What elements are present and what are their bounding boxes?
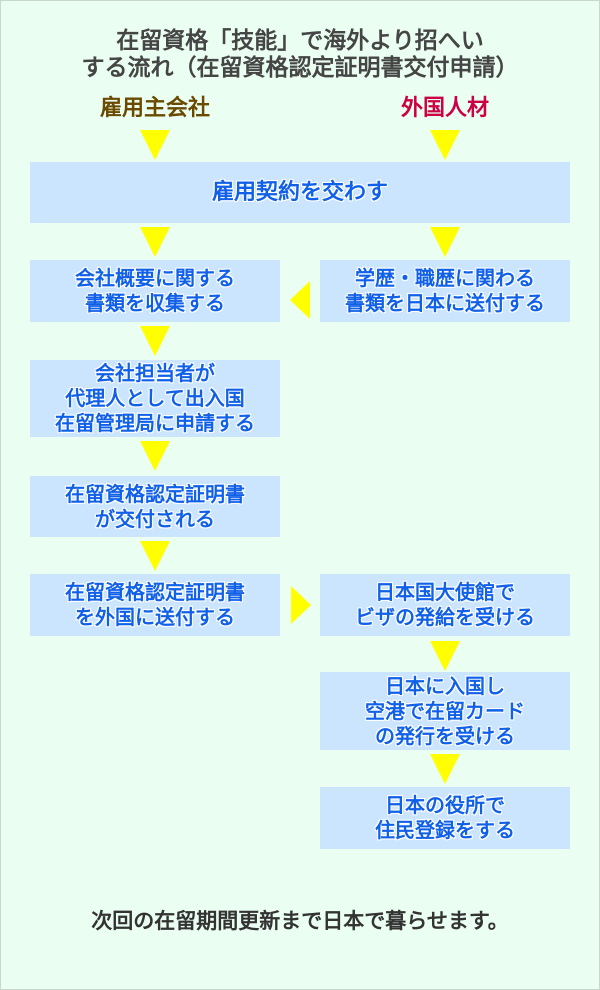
step-text: 日本の役所で 住民登録をする [375,793,515,842]
arrow-down-icon [430,641,460,671]
step-send-certificate: 在留資格認定証明書 を外国に送付する [30,574,280,636]
step-visa: 日本国大使館で ビザの発給を受ける [320,574,570,636]
title-line-1: 在留資格「技能」で海外より招へい [116,28,484,54]
step-entry: 日本に入国し 空港で在留カード の発行を受ける [320,672,570,750]
footer-note: 次回の在留期間更新まで日本で暮らせます。 [91,909,509,933]
step-registration: 日本の役所で 住民登録をする [320,787,570,849]
arrow-left-icon [290,281,310,319]
step-text: 学歴・職歴に関わる 書類を日本に送付する [345,266,545,315]
arrow-right-icon [291,586,311,624]
arrow-down-icon [430,130,460,160]
employer-label: 雇用主会社 [99,96,210,121]
arrow-down-icon [430,754,460,784]
step-text: 日本国大使館で ビザの発給を受ける [355,580,535,629]
step-text: 雇用契約を交わす [211,180,388,205]
step-issued: 在留資格認定証明書 が交付される [30,476,280,537]
step-text: 会社担当者が 代理人として出入国 在留管理局に申請する [55,361,255,435]
arrow-down-icon [140,130,170,160]
step-text: 在留資格認定証明書 を外国に送付する [65,580,245,629]
step-send-docs: 学歴・職歴に関わる 書類を日本に送付する [320,260,570,322]
arrow-down-icon [140,541,170,571]
step-text: 会社概要に関する 書類を収集する [75,266,235,315]
foreign-worker-label: 外国人材 [400,96,489,121]
arrow-down-icon [140,227,170,257]
step-text: 日本に入国し 空港で在留カード の発行を受ける [365,673,525,748]
step-text: 在留資格認定証明書 が交付される [65,481,245,531]
step-apply: 会社担当者が 代理人として出入国 在留管理局に申請する [30,360,280,437]
arrow-down-icon [140,441,170,471]
arrow-down-icon [140,326,170,356]
step-contract: 雇用契約を交わす [30,162,570,223]
step-collect-company-docs: 会社概要に関する 書類を収集する [30,260,280,322]
title-line-2: する流れ（在留資格認定証明書交付申請） [81,55,519,81]
arrow-down-icon [430,227,460,257]
